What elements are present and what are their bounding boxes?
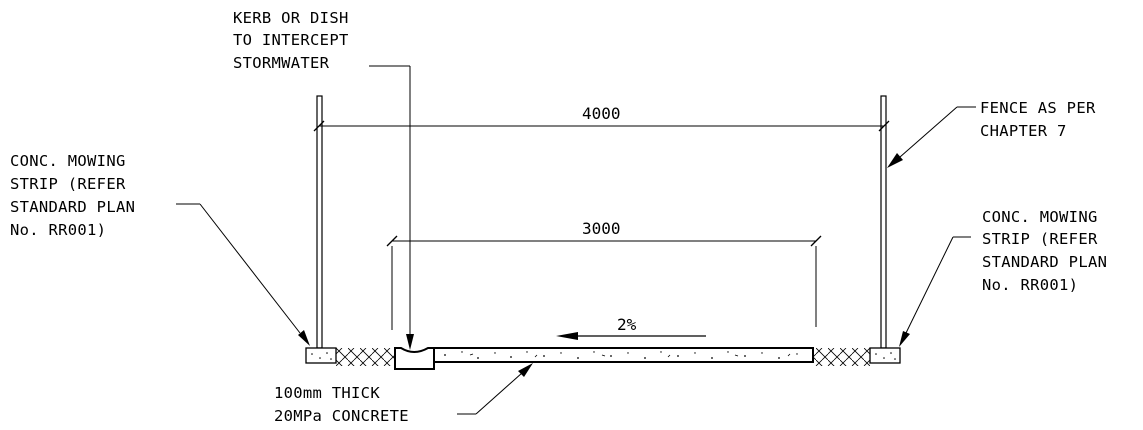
slope-arrow bbox=[556, 332, 706, 340]
leader-fence bbox=[887, 106, 976, 168]
subgrade-hatch-right bbox=[813, 348, 870, 366]
label-kerb-line1: KERB OR DISH bbox=[233, 9, 349, 27]
mowing-strip-right bbox=[869, 347, 901, 364]
label-mowing-left-line4: No. RR001) bbox=[10, 221, 106, 239]
label-concrete-line1: 100mm THICK bbox=[274, 384, 380, 402]
label-kerb-line2: TO INTERCEPT bbox=[233, 31, 349, 49]
label-concrete-line2: 20MPa CONCRETE bbox=[274, 407, 409, 425]
mowing-strip-left-speckle bbox=[311, 352, 332, 360]
dimension-4000 bbox=[313, 120, 890, 132]
concrete-slab bbox=[433, 347, 814, 363]
subgrade-hatch-left bbox=[336, 348, 395, 366]
label-mowing-right-line3: STANDARD PLAN bbox=[982, 253, 1107, 271]
label-mowing-right-line2: STRIP (REFER bbox=[982, 230, 1098, 248]
label-mowing-right-line4: No. RR001) bbox=[982, 276, 1078, 294]
dimension-3000 bbox=[386, 235, 822, 330]
concrete-slab-speckle bbox=[444, 351, 798, 359]
leader-concrete bbox=[457, 363, 533, 415]
fence-left bbox=[316, 95, 323, 349]
dimension-4000-label: 4000 bbox=[582, 104, 621, 123]
slope-label: 2% bbox=[617, 315, 637, 334]
label-mowing-left-line3: STANDARD PLAN bbox=[10, 198, 135, 216]
dimension-3000-label: 3000 bbox=[582, 219, 621, 238]
leader-mowing-left bbox=[176, 203, 310, 346]
label-concrete: 100mm THICK 20MPa CONCRETE bbox=[274, 384, 409, 425]
kerb-dish bbox=[394, 347, 435, 370]
label-mowing-right-line1: CONC. MOWING bbox=[982, 208, 1098, 226]
mowing-strip-left bbox=[305, 347, 337, 364]
label-kerb-line3: STORMWATER bbox=[233, 54, 330, 72]
label-fence-line2: CHAPTER 7 bbox=[980, 122, 1067, 140]
mowing-strip-right-speckle bbox=[875, 352, 896, 360]
label-mowing-left-line1: CONC. MOWING bbox=[10, 152, 126, 170]
label-mowing-left-line2: STRIP (REFER bbox=[10, 175, 126, 193]
leader-kerb bbox=[369, 65, 414, 350]
label-mowing-left: CONC. MOWING STRIP (REFER STANDARD PLAN … bbox=[10, 152, 135, 239]
fence-right bbox=[880, 95, 887, 349]
leader-mowing-right bbox=[899, 236, 971, 347]
label-fence-line1: FENCE AS PER bbox=[980, 99, 1096, 117]
label-mowing-right: CONC. MOWING STRIP (REFER STANDARD PLAN … bbox=[982, 208, 1107, 294]
label-fence: FENCE AS PER CHAPTER 7 bbox=[980, 99, 1096, 140]
label-kerb: KERB OR DISH TO INTERCEPT STORMWATER bbox=[233, 9, 349, 72]
